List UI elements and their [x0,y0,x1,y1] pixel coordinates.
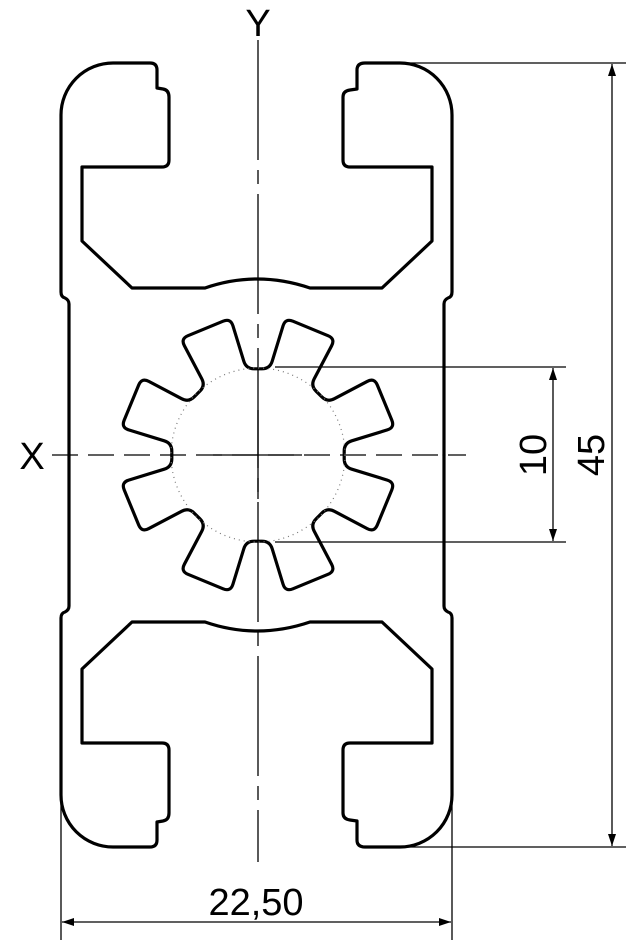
bore-circle-dotted [170,367,346,543]
x-axis-label: X [19,436,44,478]
width-dimension: 22,50 [60,800,453,940]
bore-dimension: 10 [275,366,566,543]
y-axis-label: Y [245,3,270,45]
center-bore-slots [121,318,395,592]
bore-dimension-label: 10 [513,434,555,476]
width-dimension-label: 22,50 [208,882,303,924]
profile-outline [59,61,454,849]
height-dimension: 45 [400,62,626,848]
height-dimension-label: 45 [571,434,613,476]
